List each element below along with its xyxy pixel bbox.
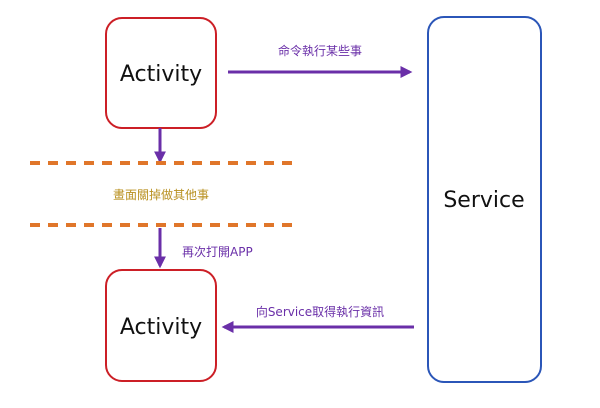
closed-screen-label: 畫面關掉做其他事	[113, 187, 209, 202]
activity-top-label: Activity	[120, 62, 202, 87]
reopen-label: 再次打開APP	[182, 245, 253, 259]
service-box	[427, 16, 542, 383]
activity-bottom-label: Activity	[120, 315, 202, 340]
activity-bottom-box	[105, 269, 217, 382]
command-arrow-label: 命令執行某些事	[278, 43, 362, 58]
service-label: Service	[443, 188, 524, 213]
get-info-label: 向Service取得執行資訊	[256, 304, 384, 319]
